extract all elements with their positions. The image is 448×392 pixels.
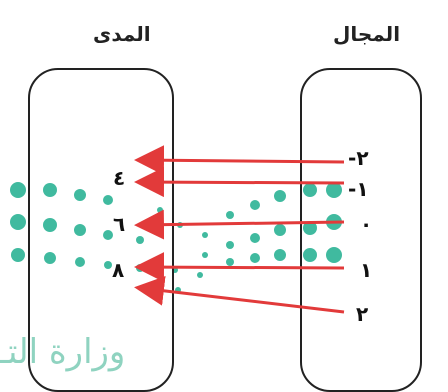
arrow-4 (134, 275, 345, 314)
watermark-dot (226, 211, 234, 219)
arrow-0 (134, 145, 345, 176)
arrow-3 (134, 252, 345, 283)
watermark-dot (303, 183, 317, 197)
domain-value-2: ٢ (356, 302, 369, 326)
watermark-dot (43, 183, 57, 197)
domain-value-1: ١ (360, 258, 373, 282)
watermark-dot (103, 195, 113, 205)
domain-value-minus-2: ٢- (348, 146, 369, 170)
range-title: المدى (93, 22, 151, 46)
watermark-dot (250, 200, 260, 210)
watermark-dot (75, 257, 85, 267)
watermark-dot (103, 230, 113, 240)
range-value-8: ٨ (112, 258, 125, 282)
domain-value-0: ٠ (360, 212, 373, 236)
watermark-dot (197, 272, 203, 278)
range-value-4: ٤ (113, 166, 126, 190)
domain-value-minus-1: ١- (348, 177, 369, 201)
watermark-dot (104, 261, 112, 269)
watermark-dot (250, 233, 260, 243)
watermark-dot (10, 214, 26, 230)
watermark-dot (326, 247, 342, 263)
watermark-dot (303, 221, 317, 235)
watermark-dot (226, 241, 234, 249)
watermark-dot (43, 218, 57, 232)
watermark-dot (326, 182, 342, 198)
arrow-2 (134, 209, 345, 240)
watermark-dot (226, 258, 234, 266)
watermark-dot (202, 252, 208, 258)
arrow-1 (134, 167, 345, 198)
watermark-dot (250, 253, 260, 263)
watermark-dot (274, 249, 286, 261)
watermark-text: وزارة التـ (0, 332, 126, 372)
domain-title: المجال (333, 22, 401, 46)
watermark-dot (202, 232, 208, 238)
mapping-arrows (134, 145, 345, 314)
watermark-dot (44, 252, 56, 264)
watermark-dot (274, 190, 286, 202)
range-value-6: ٦ (113, 212, 126, 236)
watermark-dot (74, 189, 86, 201)
watermark-dot (303, 248, 317, 262)
watermark-dot (10, 182, 26, 198)
watermark-dot (274, 224, 286, 236)
watermark-dot (11, 248, 25, 262)
watermark-dot (74, 224, 86, 236)
